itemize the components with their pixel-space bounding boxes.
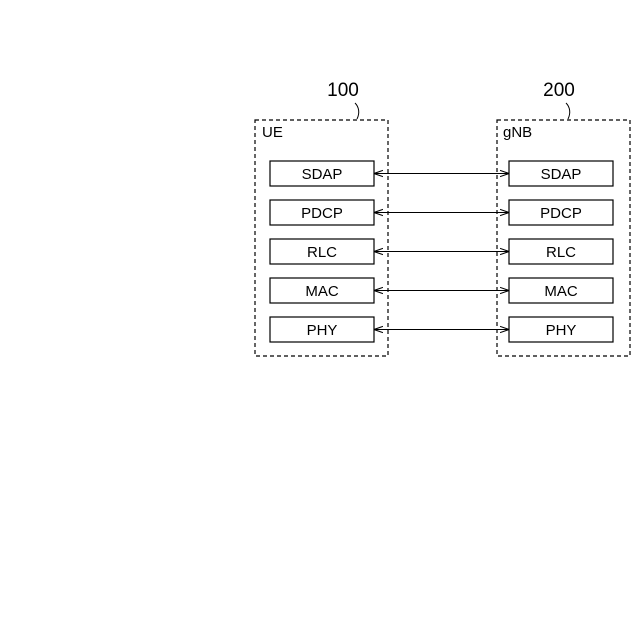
gnb-layer-label: SDAP bbox=[541, 166, 582, 183]
ue-layer-label: PHY bbox=[307, 322, 338, 339]
ue-layer-label: SDAP bbox=[302, 166, 343, 183]
ue-node: 100 UE SDAP PDCP RLC MAC PHY bbox=[255, 80, 388, 356]
ue-layer-mac: MAC bbox=[270, 278, 374, 303]
ue-layer-label: MAC bbox=[305, 283, 339, 300]
gnb-layer-label: PDCP bbox=[540, 205, 582, 222]
ue-layer-label: PDCP bbox=[301, 205, 343, 222]
ue-title: UE bbox=[262, 124, 283, 141]
gnb-layer-pdcp: PDCP bbox=[509, 200, 613, 225]
gnb-node: 200 gNB SDAP PDCP RLC MAC PHY bbox=[497, 80, 630, 356]
gnb-layer-label: PHY bbox=[546, 322, 577, 339]
gnb-layer-label: MAC bbox=[544, 283, 578, 300]
ue-ref-number: 100 bbox=[327, 80, 359, 101]
gnb-title: gNB bbox=[503, 124, 532, 141]
gnb-ref-number: 200 bbox=[543, 80, 575, 101]
ue-layer-label: RLC bbox=[307, 244, 337, 261]
gnb-layer-rlc: RLC bbox=[509, 239, 613, 264]
ue-leader-line bbox=[355, 103, 359, 119]
gnb-layer-label: RLC bbox=[546, 244, 576, 261]
ue-layer-phy: PHY bbox=[270, 317, 374, 342]
gnb-layer-mac: MAC bbox=[509, 278, 613, 303]
ue-layer-rlc: RLC bbox=[270, 239, 374, 264]
gnb-layer-sdap: SDAP bbox=[509, 161, 613, 186]
peer-arrows bbox=[374, 174, 509, 330]
gnb-layer-phy: PHY bbox=[509, 317, 613, 342]
ue-layer-sdap: SDAP bbox=[270, 161, 374, 186]
gnb-leader-line bbox=[566, 103, 570, 119]
ue-layer-pdcp: PDCP bbox=[270, 200, 374, 225]
